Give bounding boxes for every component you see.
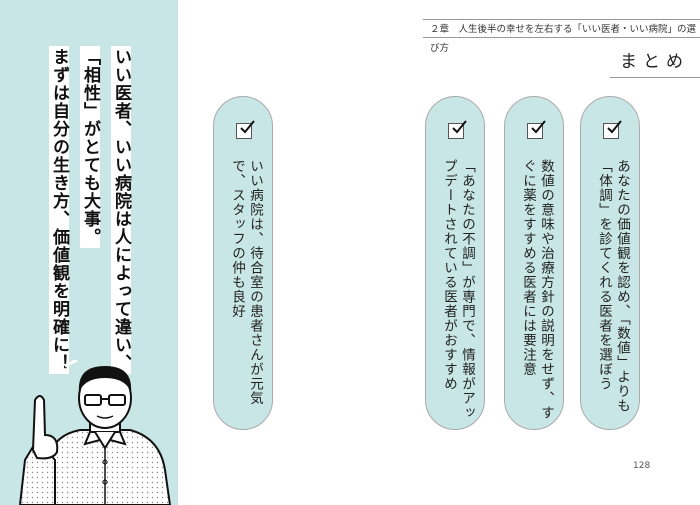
speech-line-2: 「相性」がとても大事。 <box>80 46 100 248</box>
checkbox-checked-icon <box>236 120 255 139</box>
checkbox-checked-icon <box>448 120 467 139</box>
checklist-text: あなたの価値観を認め、「数値」よりも「体調」を診てくれる医者を選ぼう <box>596 159 630 414</box>
checklist-item: 「あなたの不調」が専門で、情報がアップデートされている医者がおすすめ <box>425 96 485 430</box>
speech-line-1: いい医者、いい病院は人によって違い、 <box>111 46 131 374</box>
speech-line-3: まずは自分の生き方、価値観を明確に！ <box>49 46 69 374</box>
checklist-text: 「あなたの不調」が専門で、情報がアップデートされている医者がおすすめ <box>441 159 475 420</box>
checkbox-checked-icon <box>603 120 622 139</box>
checkbox-checked-icon <box>527 120 546 139</box>
chapter-header: ２章 人生後半の幸せを左右する「いい医者・いい病院」の選び方 <box>423 19 700 54</box>
checklist-item: 数値の意味や治療方針の説明をせず、すぐに薬をすすめる医者には要注意 <box>504 96 564 430</box>
checklist-text: 数値の意味や治療方針の説明をせず、すぐに薬をすすめる医者には要注意 <box>520 159 554 420</box>
section-title: まとめ <box>620 52 689 72</box>
page-number: 128 <box>633 461 651 471</box>
checklist-text: いい病院は、待合室の患者さんが元気で、スタッフの仲も良好 <box>229 159 263 406</box>
checklist-item: いい病院は、待合室の患者さんが元気で、スタッフの仲も良好 <box>213 96 273 430</box>
left-panel: いい医者、いい病院は人によって違い、 「相性」がとても大事。 まずは自分の生き方… <box>0 0 178 505</box>
title-divider <box>610 77 700 78</box>
man-illustration <box>18 360 172 505</box>
checklist-item: あなたの価値観を認め、「数値」よりも「体調」を診てくれる医者を選ぼう <box>580 96 640 430</box>
